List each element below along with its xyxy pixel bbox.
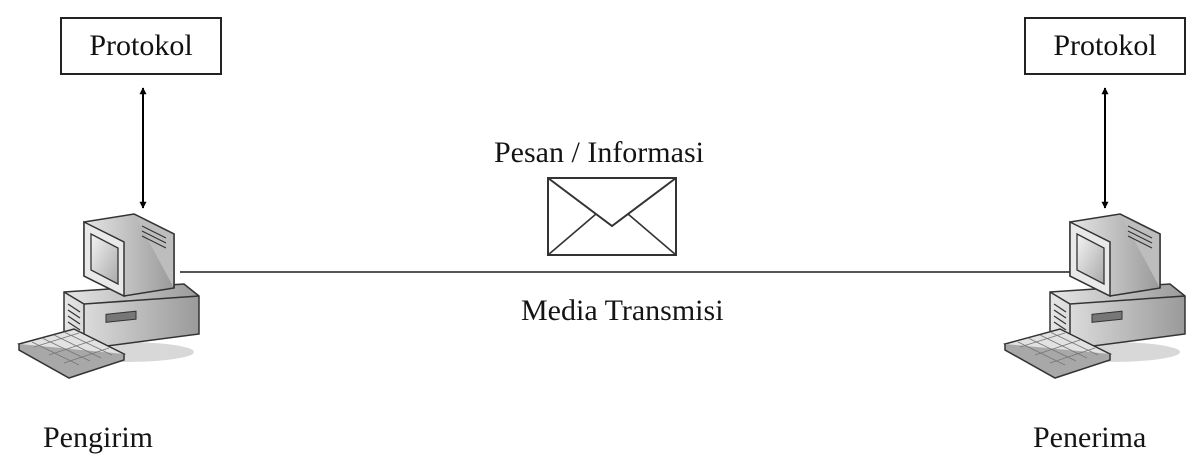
- media-label: Media Transmisi: [521, 296, 724, 326]
- protocol-label-left: Protokol: [89, 31, 192, 61]
- sender-label: Pengirim: [43, 423, 153, 453]
- message-label: Pesan / Informasi: [494, 138, 704, 168]
- protocol-label-right: Protokol: [1053, 31, 1156, 61]
- receiver-label: Penerima: [1033, 423, 1146, 453]
- protocol-box-left: Protokol: [60, 17, 222, 75]
- envelope-icon: [548, 178, 676, 255]
- protocol-box-right: Protokol: [1024, 17, 1186, 75]
- computer-icon: [19, 214, 199, 378]
- computer-icon: [1005, 214, 1185, 378]
